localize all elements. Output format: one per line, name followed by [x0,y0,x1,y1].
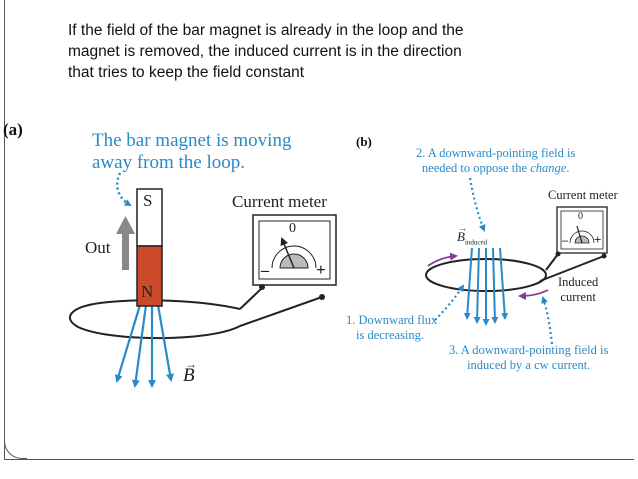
field-b-subscript: induced [464,238,488,247]
field-a-label: → B [183,357,197,386]
panel-b-label: (b) [356,134,372,149]
panel-b-note-1-line-2: is decreasing. [356,328,425,342]
field-b-label: → Binduced [457,223,488,247]
meter-a-minus: – [261,262,269,279]
meter-a-plus: + [316,260,326,279]
panel-b-note-1-line-1: 1. Downward flux [346,313,438,327]
panel-a-label: (a) [3,120,23,139]
field-lines-b [463,247,509,326]
panel-a-note-line-2: away from the loop. [92,152,246,173]
caption-line-1: If the field of the bar magnet is alread… [68,22,464,39]
caption-line-2: magnet is removed, the induced current i… [68,43,462,60]
motion-arrow [116,216,135,270]
note-pointer-b2 [468,177,486,232]
magnet-north-label: N [141,282,154,301]
meter-b-minus: – [562,233,568,247]
caption-line-3: that tries to keep the field constant [68,64,305,81]
panel-b-note-3: 3. A downward-pointing field is induced … [449,343,608,373]
panel-b-note-3-line-2: induced by a cw current. [467,358,591,372]
panel-a-note-line-1: The bar magnet is moving [92,130,292,151]
meter-a-label: Current meter [232,192,327,211]
induced-current-label: Induced current [558,275,598,305]
meter-b-plus: + [594,232,602,247]
panel-b-note-2: 2. A downward-pointing field is needed t… [416,146,575,176]
panel-b-note-2-line-1: 2. A downward-pointing field is [416,146,576,160]
current-meter-a [252,214,337,300]
panel-a-note: The bar magnet is moving away from the l… [92,130,291,174]
field-lines-a [114,304,174,388]
current-arrow-left [427,252,458,267]
panel-b-note-2-line-2: needed to oppose the change. [416,161,575,176]
magnet-south-label: S [143,191,153,210]
note-pointer-b1 [434,284,465,321]
slide-frame-left [4,0,5,460]
induced-current-line-1: Induced [558,275,599,289]
bar-magnet [136,188,163,307]
induced-current-line-2: current [560,290,596,304]
loop-a [69,287,323,340]
field-b-symbol: B [457,229,465,244]
current-arrow-right [518,289,549,300]
slide-caption: If the field of the bar magnet is alread… [68,20,588,83]
meter-b-label: Current meter [548,188,618,202]
field-a-symbol: B [183,365,195,386]
motion-label: Out [85,238,111,257]
note-pointer-b3 [541,296,554,345]
slide-frame-bottom [4,459,634,460]
panel-b-note-3-line-1: 3. A downward-pointing field is [449,343,609,357]
note-2-suffix: . [566,161,570,175]
note-pointer-a [116,172,132,207]
note-2-prefix: needed to oppose the [421,161,531,175]
meter-b-zero: 0 [578,211,583,222]
panel-b-note-1: 1. Downward flux is decreasing. [346,313,437,343]
note-2-emphasis: change [530,161,567,175]
meter-a-zero: 0 [289,221,296,236]
current-meter-b [555,206,608,259]
